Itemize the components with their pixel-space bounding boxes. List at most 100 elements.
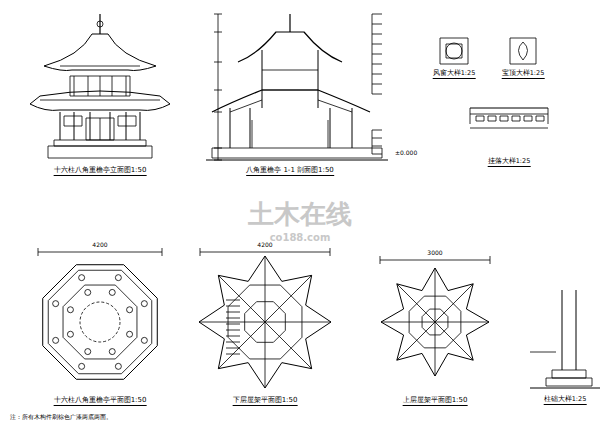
column-detail (562, 290, 563, 370)
hanging-post (470, 108, 471, 124)
upper-roof-frame (381, 268, 489, 376)
column (90, 112, 91, 140)
column-base (127, 331, 133, 337)
beam (262, 90, 318, 91)
section-column (230, 108, 231, 148)
lattice (536, 116, 544, 121)
view-title: 下层屋架平面图1:50 (233, 396, 298, 406)
hip-rafter (265, 275, 312, 322)
dimension-tick (214, 62, 222, 63)
seat-circle (80, 302, 120, 342)
detail-title: 风窗大样1:25 (433, 70, 476, 79)
hanging-post (548, 108, 549, 124)
section-column (250, 108, 251, 148)
window (118, 116, 136, 126)
column-base (109, 349, 115, 355)
dimension-tick (38, 248, 39, 256)
finial-ball (97, 21, 103, 27)
dimension-tick (214, 32, 222, 33)
hip-rafter (265, 256, 266, 322)
upper-body (70, 76, 130, 96)
column-base (141, 337, 147, 343)
window (64, 116, 82, 126)
plinth (54, 140, 146, 146)
leader-line (372, 154, 382, 155)
vent-ring (446, 43, 462, 59)
hanging-rail (470, 108, 548, 109)
leader-line (372, 94, 382, 95)
lattice (500, 116, 508, 121)
rafter-hatch (226, 330, 240, 331)
inner-ring-beam (422, 309, 448, 335)
lattice (524, 116, 532, 121)
rafter-hatch (226, 312, 240, 313)
platform (48, 146, 152, 158)
column-base (141, 301, 147, 307)
lower-roof-frame (199, 256, 331, 388)
column-base (115, 363, 121, 369)
rafter-hatch (226, 300, 240, 301)
hip-rafter (397, 322, 435, 360)
leader-line (372, 34, 382, 35)
column-base (67, 307, 73, 313)
column-base (79, 363, 85, 369)
leader-line (530, 352, 556, 353)
dimension-tick (214, 148, 222, 149)
column-base (53, 301, 59, 307)
ground-line (206, 160, 388, 161)
dimension-line (38, 252, 162, 253)
door-jamb (328, 120, 329, 148)
upper-roof (44, 34, 156, 71)
upper-roof-section (238, 32, 342, 62)
upper-column (100, 76, 101, 96)
leader-line (372, 84, 382, 85)
rafter-hatch (226, 348, 240, 349)
lattice (476, 116, 484, 121)
upper-column (126, 76, 127, 96)
hip-rafter (199, 322, 265, 323)
hip-rafter (218, 275, 265, 322)
leader-line (372, 14, 382, 15)
dimension-tick (214, 160, 222, 161)
hip-rafter (381, 322, 435, 323)
hip-rafter (397, 284, 435, 322)
dimension-tick (214, 112, 222, 113)
hip-rafter (265, 322, 266, 388)
hip-rafter (435, 322, 489, 323)
section-column (352, 108, 353, 148)
rafter (230, 100, 262, 112)
rafter-hatch (226, 342, 240, 343)
beam (262, 70, 318, 71)
dimension-tick (214, 90, 222, 91)
leader-line (372, 130, 382, 131)
rafter-hatch (226, 306, 240, 307)
plan-step (48, 270, 151, 373)
finial-detail-box (510, 38, 536, 64)
hip-rafter (435, 322, 473, 360)
detail-title: 柱础大样1:25 (544, 396, 587, 405)
leader-line (372, 64, 382, 65)
leader-line (372, 54, 382, 55)
view-title: 十六柱八角重檐亭立面图1:50 (54, 166, 147, 176)
hip-rafter (435, 284, 473, 322)
column (60, 112, 61, 140)
note-text: 注：所有木构件刷棕色广漆两底两面。 (10, 414, 112, 421)
dimension-line (200, 252, 330, 253)
section-column (262, 50, 263, 108)
dimension-line (218, 14, 219, 160)
ground-line (530, 388, 600, 389)
footing (546, 378, 592, 386)
plan-outline (43, 265, 158, 380)
watermark: 土木在线 (248, 200, 352, 230)
upper-column (88, 76, 89, 96)
rafter-hatch (226, 324, 240, 325)
dimension-line (470, 128, 548, 129)
column-base (85, 349, 91, 355)
finial (99, 14, 100, 34)
dimension-line (380, 260, 490, 261)
dimension-text: 4200 (257, 242, 272, 249)
dimension-tick (330, 248, 331, 256)
door-leaf (100, 118, 101, 140)
column (140, 112, 141, 140)
